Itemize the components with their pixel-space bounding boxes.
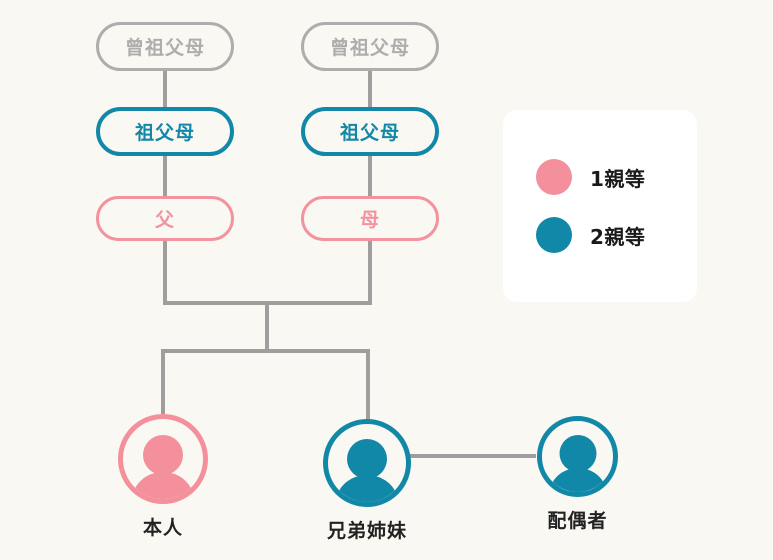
legend-item-2: 2親等 — [536, 206, 697, 264]
node-sibling[interactable]: 兄弟姉妹 — [323, 419, 411, 543]
node-label: 曾祖父母 — [329, 37, 410, 59]
legend-dot-degree-2-icon — [536, 217, 572, 253]
person-icon-sibling — [323, 419, 411, 507]
node-great-grandparents-right[interactable]: 曾祖父母 — [301, 22, 439, 71]
node-label: 配偶者 — [547, 510, 608, 532]
node-self[interactable]: 本人 — [118, 414, 208, 540]
node-label: 母 — [359, 209, 380, 231]
node-grandparents-left[interactable]: 祖父母 — [96, 107, 234, 156]
node-label: 祖父母 — [339, 122, 400, 144]
node-grandparents-right[interactable]: 祖父母 — [301, 107, 439, 156]
node-label: 父 — [154, 209, 175, 231]
legend-card: 1親等 2親等 — [503, 110, 697, 302]
node-great-grandparents-left[interactable]: 曾祖父母 — [96, 22, 234, 71]
node-label: 祖父母 — [134, 122, 195, 144]
node-mother[interactable]: 母 — [301, 196, 439, 241]
node-spouse[interactable]: 配偶者 — [537, 416, 618, 533]
node-label: 曾祖父母 — [124, 37, 205, 59]
legend-dot-degree-1-icon — [536, 159, 572, 195]
node-label: 兄弟姉妹 — [326, 520, 407, 542]
legend-label-degree-2: 2親等 — [590, 224, 646, 249]
node-label: 本人 — [142, 517, 183, 539]
legend-label-degree-1: 1親等 — [590, 166, 646, 191]
node-father[interactable]: 父 — [96, 196, 234, 241]
legend-item-1: 1親等 — [536, 148, 697, 206]
person-icon-self — [118, 414, 208, 504]
person-icon-spouse — [537, 416, 618, 497]
